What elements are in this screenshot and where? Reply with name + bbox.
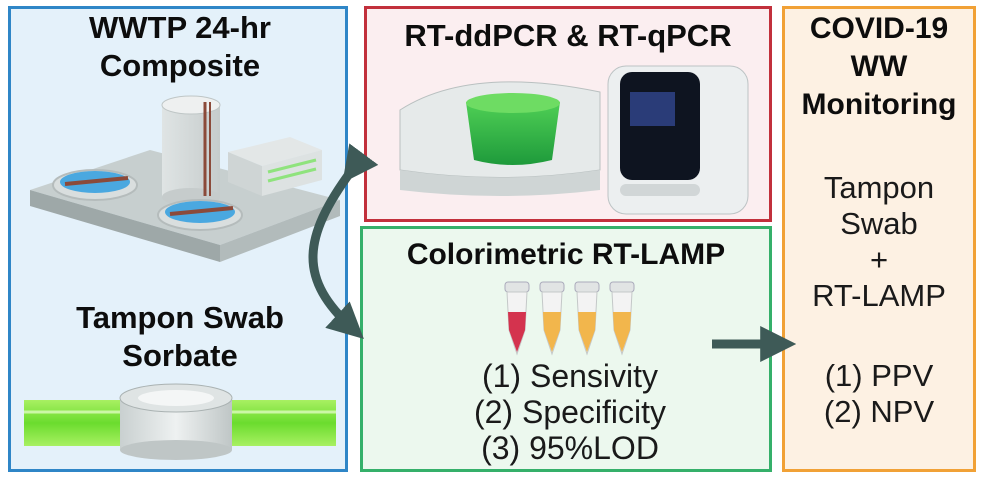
method-line2: Swab: [840, 206, 918, 241]
lamp-panel: [360, 226, 772, 472]
lamp-title: Colorimetric RT-LAMP: [406, 238, 726, 271]
lamp-item-specificity: (2) Specificity: [473, 394, 667, 430]
ddpcr-machine-icon: [399, 81, 601, 196]
monitoring-item-ppv: (1) PPV: [824, 358, 934, 393]
method-plus: +: [869, 242, 889, 277]
tampon-title-line1: Tampon Swab: [76, 300, 284, 335]
lamp-tubes-icon: [504, 281, 635, 356]
lamp-item-sensitivity: (1) Sensivity: [481, 358, 659, 394]
tampon-title-line2: Sorbate: [122, 338, 238, 373]
method-line1: Tampon: [823, 170, 935, 205]
wwtp-title-line1: WWTP 24-hr: [89, 10, 271, 45]
wwtp-plant-icon: [30, 95, 340, 262]
monitoring-item-npv: (2) NPV: [823, 394, 935, 429]
monitoring-title-line2: WW: [850, 50, 908, 83]
tampon-swab-icon: [24, 383, 336, 460]
method-line3: RT-LAMP: [812, 278, 946, 313]
monitoring-title-line3: Monitoring: [801, 88, 957, 121]
lamp-item-lod: (3) 95%LOD: [481, 430, 659, 466]
qpcr-machine-icon: [607, 65, 749, 215]
monitoring-panel: [782, 6, 976, 472]
pcr-title: RT-ddPCR & RT-qPCR: [404, 18, 732, 53]
monitoring-title-line1: COVID-19: [809, 12, 949, 45]
curved-double-arrow: [308, 143, 379, 339]
wwtp-title-line2: Composite: [99, 48, 261, 83]
